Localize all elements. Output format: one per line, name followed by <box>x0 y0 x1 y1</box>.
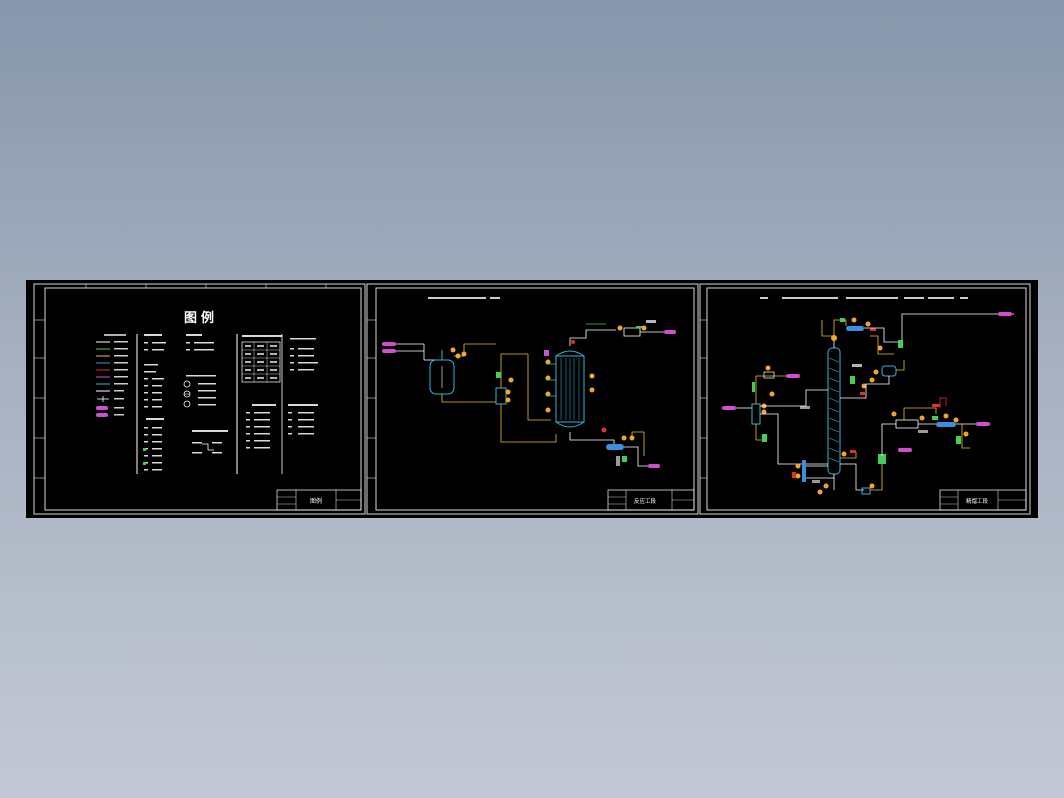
sheet-reaction: 反应工段 <box>366 283 699 515</box>
distillation-header <box>760 297 968 299</box>
tube-reactor <box>527 329 616 448</box>
reaction-header <box>428 297 500 299</box>
reflux-drum <box>840 360 905 399</box>
drawing-canvas: 图例 <box>33 283 1031 515</box>
bottoms-line <box>840 450 886 495</box>
title-block-legend-name: 图例 <box>310 497 322 505</box>
overhead-condenser <box>821 312 1014 355</box>
feed-inlets <box>382 342 424 353</box>
border-zone-ticks <box>34 284 327 479</box>
instrument-legend-column <box>183 334 228 454</box>
distillation-column <box>827 335 841 475</box>
pipe-legend-column <box>96 334 128 417</box>
drawing-viewport[interactable]: 图例 <box>26 280 1038 518</box>
condenser-top <box>586 320 676 337</box>
title-block-distillation: 精馏工段 <box>939 489 1027 511</box>
reboiler <box>792 460 835 495</box>
sheet-distillation: 精馏工段 <box>699 283 1031 515</box>
title-block-reaction: 反应工段 <box>607 489 695 511</box>
title-block-legend: 图例 <box>276 489 362 511</box>
legend-title: 图例 <box>184 310 218 326</box>
sheet-legend: 图例 <box>33 283 366 515</box>
heat-exchanger-1 <box>495 353 557 443</box>
title-block-reaction-name: 反应工段 <box>634 497 657 505</box>
product-cooler <box>601 427 660 468</box>
reactor-vessel <box>423 343 497 403</box>
product-exchanger <box>881 397 990 456</box>
feed-preheater <box>722 365 828 465</box>
title-block-distillation-name: 精馏工段 <box>966 497 989 505</box>
abbrev-legend-column <box>144 334 166 471</box>
line-number-table <box>241 335 318 449</box>
